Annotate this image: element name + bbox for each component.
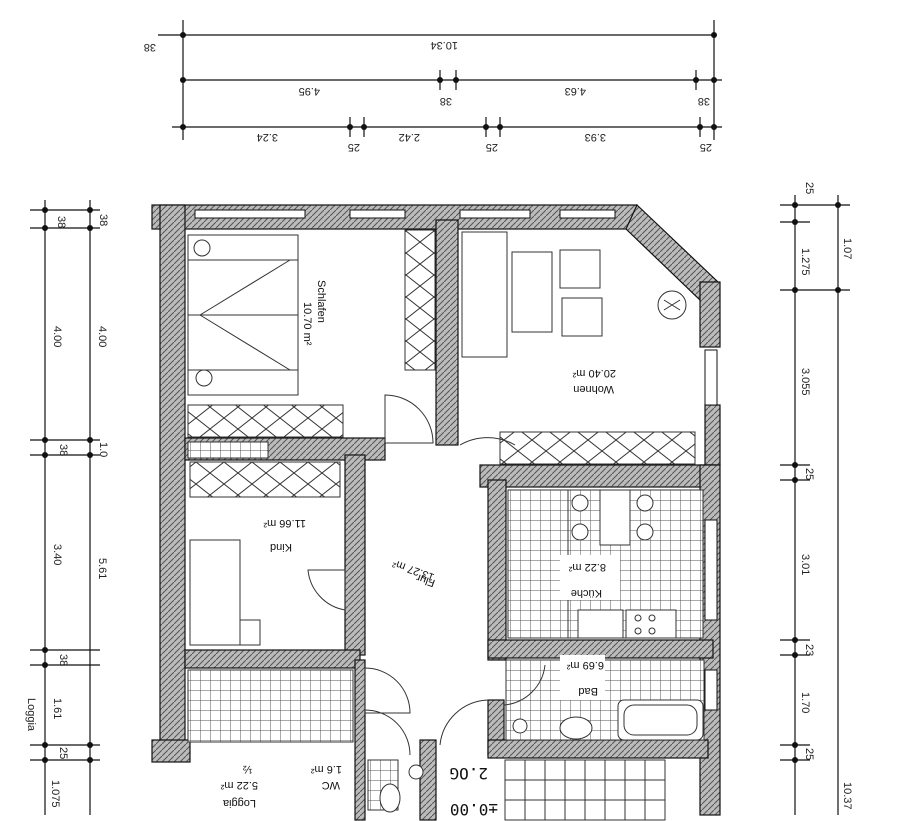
room-bad-name: Bad xyxy=(578,685,598,697)
right-dimensions xyxy=(780,195,850,815)
top-dimension-ticks xyxy=(180,32,717,130)
dim-top-463: 4.63 xyxy=(565,85,586,97)
dim-top-495: 4.95 xyxy=(299,85,320,97)
dim-left-161: 1.61 xyxy=(51,698,63,719)
dim-top-38: 38 xyxy=(144,41,156,53)
dim-left-38c: 38 xyxy=(57,654,69,666)
left-dimension-labels: 38 4.00 38 3.40 38 1.61 25 1.075 38 4.00… xyxy=(25,214,109,808)
room-wohnen-name: Wohnen xyxy=(573,383,614,395)
right-dimension-labels: 25 1.275 3.055 25 3.01 23 1.70 25 1.07 1… xyxy=(799,182,853,810)
dim-right-23: 23 xyxy=(803,644,815,656)
dim-left-400: 4.00 xyxy=(51,326,63,347)
dim-top-324: 3.24 xyxy=(257,131,278,143)
top-dimension-labels: 38 10.34 4.95 38 4.63 38 3.24 25 2.42 25… xyxy=(144,39,712,153)
dim-right-170: 1.70 xyxy=(799,692,811,713)
left-dimension-ticks xyxy=(42,207,93,763)
room-wohnen-area: 20.40 m² xyxy=(572,367,616,379)
room-kind: Kind 11.66 m² xyxy=(187,441,346,646)
room-wc-area: 1.6 m² xyxy=(310,763,342,775)
room-wc-name: WC xyxy=(322,779,340,791)
walls xyxy=(151,203,721,821)
windows xyxy=(194,209,718,711)
dim-right-1037: 10.37 xyxy=(841,782,853,810)
room-wc: WC 1.6 m² xyxy=(310,667,424,813)
left-dimensions xyxy=(30,200,100,815)
room-kueche-area: 8.22 m² xyxy=(568,561,606,573)
room-loggia: Loggia 5.22 m² ½ xyxy=(187,669,354,809)
dim-right-1275: 1.275 xyxy=(799,248,811,276)
dim-right-25: 25 xyxy=(803,182,815,194)
dim-right-301: 3.01 xyxy=(799,554,811,575)
floor-label: 2.OG xyxy=(449,764,488,783)
room-flur-area: 13.27 m² xyxy=(391,557,436,583)
dim-right-107: 1.07 xyxy=(841,238,853,259)
dim-left-inner-10: 1.0 xyxy=(97,442,109,457)
room-bad-area: 6.69 m² xyxy=(566,659,604,671)
dim-left-inner-38: 38 xyxy=(97,214,109,226)
room-schlafen: Schlafen 10.70 m² xyxy=(187,229,436,444)
staircase xyxy=(439,699,666,821)
dim-left-inner-400: 4.00 xyxy=(96,326,108,347)
room-wohnen: Wohnen 20.40 m² xyxy=(459,231,696,465)
dim-top-38c: 38 xyxy=(698,95,710,107)
room-loggia-name: Loggia xyxy=(222,797,256,809)
dim-top-393: 3.93 xyxy=(585,131,606,143)
dim-right-3055: 3.055 xyxy=(799,368,811,396)
room-kueche-name: Küche xyxy=(571,587,602,599)
dim-top-25b: 25 xyxy=(486,141,498,153)
floor-labels: 2.OG ±0.00 xyxy=(449,764,498,819)
dim-right-25c: 25 xyxy=(803,748,815,760)
dim-top-1034: 10.34 xyxy=(430,39,458,51)
dim-left-25: 25 xyxy=(57,747,69,759)
dim-top-38b: 38 xyxy=(440,95,452,107)
dim-top-25: 25 xyxy=(348,141,360,153)
dim-left-340: 3.40 xyxy=(51,544,63,565)
dim-left-1075: 1.075 xyxy=(49,780,61,808)
dim-left-loggia: Loggia xyxy=(25,698,37,732)
room-kueche: Küche 8.22 m² xyxy=(507,489,704,639)
room-schlafen-name: Schlafen xyxy=(315,280,327,323)
dim-top-25c: 25 xyxy=(700,141,712,153)
room-bad: Bad 6.69 m² xyxy=(503,655,705,741)
level-label: ±0.00 xyxy=(450,800,498,819)
room-loggia-mark: ½ xyxy=(243,763,252,775)
room-schlafen-area: 10.70 m² xyxy=(301,302,313,346)
dim-left-inner-561: 5.61 xyxy=(96,558,108,579)
dim-right-25b: 25 xyxy=(803,468,815,480)
right-dimension-ticks xyxy=(792,202,841,763)
room-kind-name: Kind xyxy=(270,541,292,553)
dim-left-38b: 38 xyxy=(57,444,69,456)
room-loggia-area: 5.22 m² xyxy=(220,779,258,791)
dim-left-38: 38 xyxy=(55,216,67,228)
dim-top-242: 2.42 xyxy=(399,131,420,143)
room-kind-area: 11.66 m² xyxy=(263,517,306,529)
